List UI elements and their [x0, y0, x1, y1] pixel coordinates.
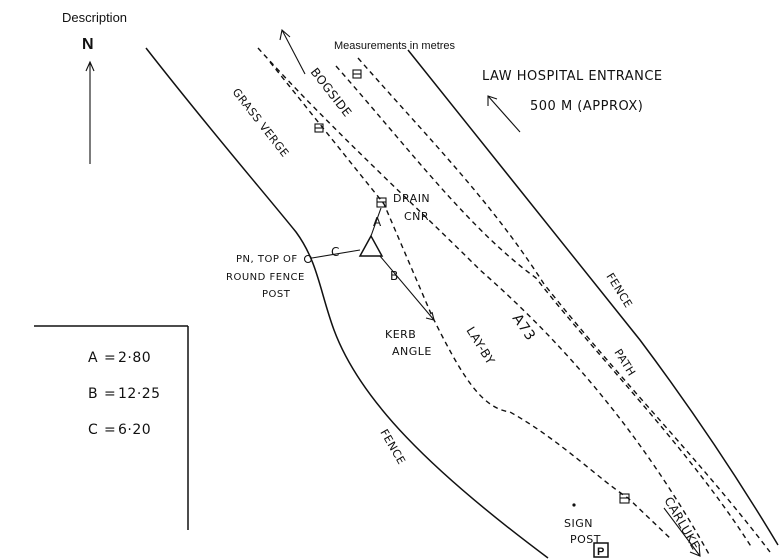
tie-c-label: C: [331, 245, 340, 259]
fence-post-label: POST: [262, 289, 291, 300]
sign-post-label: POST: [570, 533, 601, 546]
tie-b-arrow-icon: [425, 311, 435, 321]
legend-equals: =: [104, 350, 116, 366]
parking-sign-icon: P: [593, 542, 609, 558]
fence-post-label: PN, TOP OF: [236, 254, 298, 265]
fence-post-marker: [303, 254, 313, 264]
drain-label: DRAIN: [393, 192, 430, 205]
kerb-line-west: [269, 61, 673, 541]
carluke-label: CARLUKE: [661, 495, 702, 553]
road-edge-b: [335, 65, 753, 549]
bogside-arrow-icon: [279, 28, 306, 75]
kerb-angle-label: ANGLE: [392, 345, 432, 358]
survey-station-icon: [358, 234, 384, 257]
road-edge-c: [357, 57, 771, 553]
kerb-angle-label: KERB: [385, 328, 416, 341]
legend-value-c: 6·20: [118, 422, 151, 438]
svg-text:P: P: [597, 546, 604, 558]
legend-key: A: [88, 350, 98, 366]
fence-post-label: ROUND FENCE: [226, 272, 305, 283]
legend-value-a: 2·80: [118, 350, 151, 366]
tie-line-a: [370, 207, 382, 237]
north-arrow-icon: [85, 60, 95, 164]
legend-key: B: [88, 386, 98, 402]
drain-corner-icon: [376, 197, 387, 208]
road-edge-a: [257, 47, 711, 557]
legend-value-b: 12·25: [118, 386, 161, 402]
legend-key: C: [88, 422, 98, 438]
sign-post-label: SIGN: [564, 517, 593, 530]
tie-a-label: A: [373, 215, 382, 229]
tie-b-label: B: [390, 269, 399, 283]
east-fence-line: [407, 49, 779, 546]
description-label: Description: [62, 10, 127, 25]
tie-line-b: [379, 255, 435, 321]
tie-line-c: [311, 249, 361, 259]
grass-verge-label: GRASS VERGE: [230, 86, 292, 160]
hospital-distance-label: 500 M (APPROX): [530, 99, 643, 114]
measurements-legend: A = 2·80 B = 12·25 C = 6·20: [34, 325, 189, 530]
drain-icon: [352, 69, 362, 79]
measurements-note: Measurements in metres: [334, 40, 456, 52]
drain-icon: [314, 123, 324, 133]
drain-label: CNR: [404, 210, 429, 223]
road-number-label: A73: [509, 311, 539, 344]
fence-east-label: FENCE: [603, 271, 635, 311]
sign-post-marker: [572, 503, 576, 507]
hospital-entrance-label: LAW HOSPITAL ENTRANCE: [482, 69, 663, 84]
west-fence-line: [145, 47, 549, 559]
legend-equals: =: [104, 386, 116, 402]
carluke-arrow-icon: [663, 507, 701, 557]
hospital-arrow-icon: [487, 95, 521, 133]
north-label: N: [82, 36, 94, 53]
legend-equals: =: [104, 422, 116, 438]
lay-by-label: LAY-BY: [463, 324, 497, 367]
bogside-label: BOGSIDE: [308, 65, 355, 120]
drain-icon: [619, 493, 630, 504]
